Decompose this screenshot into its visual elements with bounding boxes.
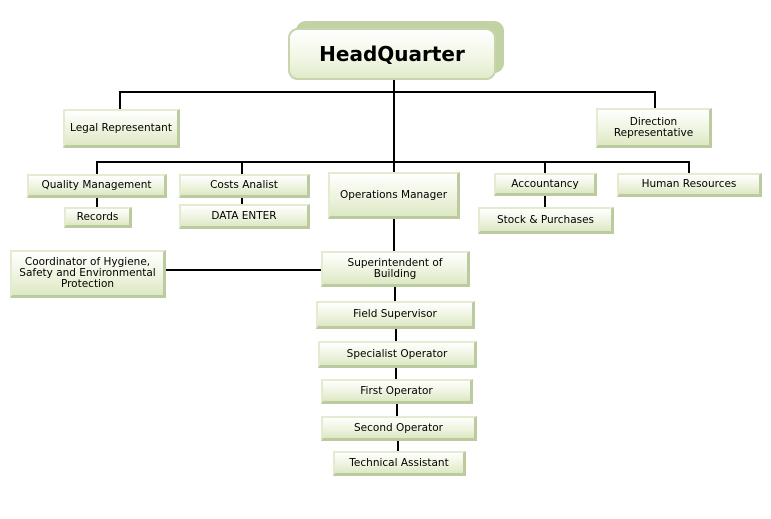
second-operator-label: Second Operator bbox=[354, 421, 443, 434]
data-enter-box: DATA ENTER bbox=[179, 204, 310, 229]
specialist-operator-label: Specialist Operator bbox=[346, 347, 448, 360]
technical-assistant-label: Technical Assistant bbox=[349, 456, 449, 469]
accountancy-label: Accountancy bbox=[511, 177, 579, 190]
field-supervisor-label: Field Supervisor bbox=[353, 308, 437, 320]
operations-manager-box: Operations Manager bbox=[328, 172, 460, 219]
human-resources-box: Human Resources bbox=[617, 173, 762, 197]
superintendent-box: Superintendent of Building bbox=[321, 251, 470, 287]
records-box: Records bbox=[64, 207, 132, 228]
human-resources-label: Human Resources bbox=[641, 178, 737, 190]
coordinator-box: Coordinator of Hygiene, Safety and Envir… bbox=[10, 250, 166, 298]
data-enter-label: DATA ENTER bbox=[211, 209, 277, 222]
costs-analist-label: Costs Analist bbox=[210, 179, 278, 191]
second-operator-box: Second Operator bbox=[321, 416, 477, 441]
direction-representative-label: Direction Representative bbox=[613, 115, 694, 139]
operations-manager-label: Operations Manager bbox=[339, 188, 448, 201]
first-operator-label: First Operator bbox=[360, 384, 433, 397]
legal-representant-box: Legal Representant bbox=[63, 109, 180, 148]
direction-representative-box: Direction Representative bbox=[596, 108, 712, 148]
superintendent-label: Superintendent of Building bbox=[347, 256, 443, 280]
headquarter-box: HeadQuarter bbox=[288, 28, 496, 80]
quality-management-box: Quality Management bbox=[27, 174, 167, 198]
first-operator-box: First Operator bbox=[321, 379, 473, 404]
specialist-operator-box: Specialist Operator bbox=[318, 341, 477, 368]
headquarter-label: HeadQuarter bbox=[319, 42, 465, 66]
costs-analist-box: Costs Analist bbox=[179, 174, 310, 198]
stock-purchases-label: Stock & Purchases bbox=[496, 213, 595, 226]
accountancy-box: Accountancy bbox=[494, 173, 597, 196]
coordinator-label: Coordinator of Hygiene, Safety and Envir… bbox=[19, 256, 156, 290]
technical-assistant-box: Technical Assistant bbox=[333, 451, 466, 476]
records-label: Records bbox=[76, 210, 119, 223]
legal-representant-label: Legal Representant bbox=[70, 121, 172, 134]
stock-purchases-box: Stock & Purchases bbox=[478, 207, 614, 234]
field-supervisor-box: Field Supervisor bbox=[316, 301, 475, 329]
quality-management-label: Quality Management bbox=[41, 179, 152, 191]
